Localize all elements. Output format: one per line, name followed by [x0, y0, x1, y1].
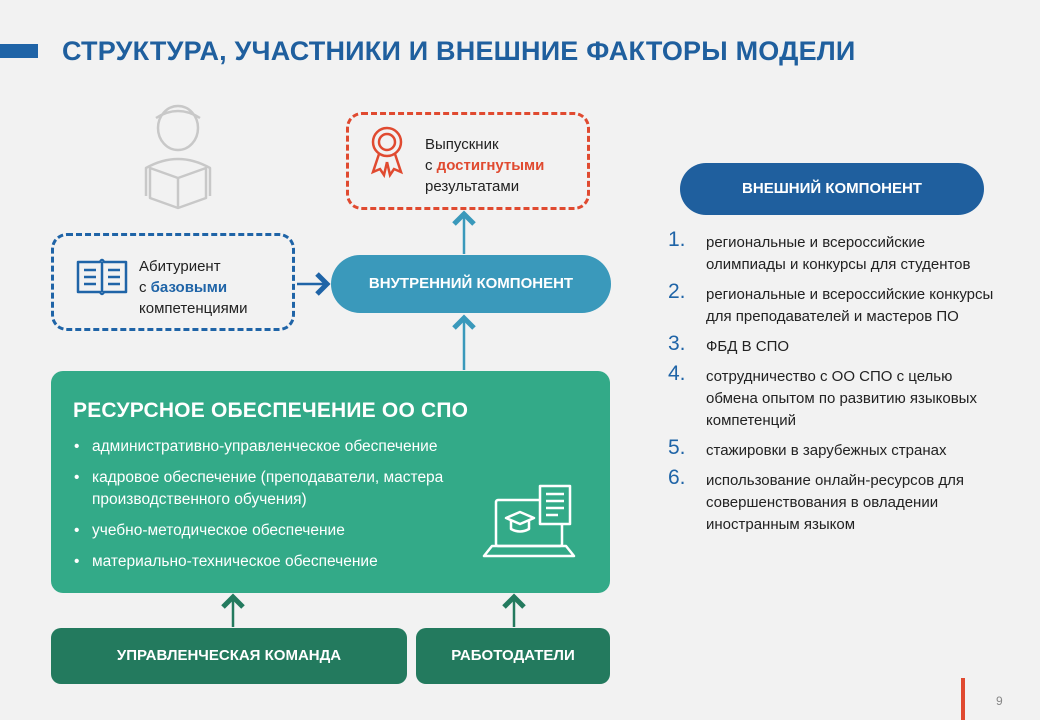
list-item: материально-техническое обеспечение [70, 551, 490, 573]
applicant-box [51, 233, 295, 331]
page-number-accent [961, 678, 965, 720]
list-item: 5.стажировки в зарубежных странах [668, 436, 947, 460]
graduate-box [346, 112, 590, 210]
graduate-label: Выпускник с достигнутыми результатами [425, 136, 545, 195]
graduate-highlight: достигнутыми [436, 157, 545, 174]
employers-block: РАБОТОДАТЕЛИ [416, 628, 610, 684]
title-accent-bar [0, 44, 38, 58]
external-factors-list: 1.региональные и всероссийские олимпиады… [668, 228, 998, 544]
external-component-pill: ВНЕШНИЙ КОМПОНЕНТ [680, 163, 984, 215]
list-item: административно-управленческое обеспечен… [70, 436, 490, 458]
management-team-block: УПРАВЛЕНЧЕСКАЯ КОМАНДА [51, 628, 407, 684]
list-item: 1.региональные и всероссийские олимпиады… [668, 228, 971, 274]
page-number: 9 [996, 694, 1003, 708]
list-item: 2.региональные и всероссийские конкурсы … [668, 280, 994, 326]
internal-component-pill: ВНУТРЕННИЙ КОМПОНЕНТ [331, 255, 611, 313]
resources-list: административно-управленческое обеспечен… [70, 436, 490, 582]
list-item: 6.использование онлайн-ресурсов для сове… [668, 466, 964, 534]
applicant-highlight: базовыми [150, 279, 228, 296]
page-title: СТРУКТУРА, УЧАСТНИКИ И ВНЕШНИЕ ФАКТОРЫ М… [62, 36, 856, 66]
list-item: кадровое обеспечение (преподаватели, мас… [70, 467, 490, 511]
applicant-label: Абитуриент с базовыми компетенциями [139, 258, 248, 317]
list-item: 3.ФБД В СПО [668, 332, 790, 356]
resources-title: РЕСУРСНОЕ ОБЕСПЕЧЕНИЕ ОО СПО [73, 399, 469, 422]
list-item: учебно-методическое обеспечение [70, 520, 490, 542]
list-item: 4.сотрудничество с ОО СПО с целью обмена… [668, 362, 977, 430]
